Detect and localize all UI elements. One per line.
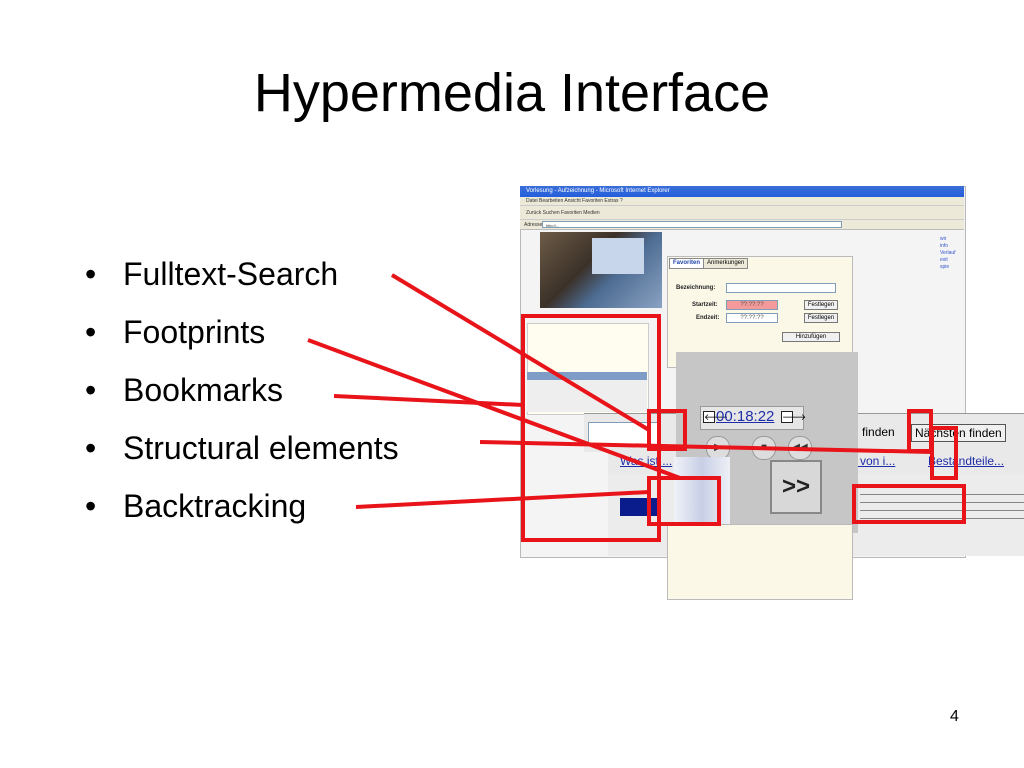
address-label: Adresse [524, 222, 543, 228]
side-link[interactable]: Verlauf [940, 250, 956, 256]
timeline-lines [860, 486, 1024, 526]
annotation-box-structure [930, 426, 958, 480]
startzeit-input[interactable]: ??:??:?? [726, 300, 778, 310]
time-display: 00:18:22 [716, 408, 775, 425]
bullet-item: • Footprints [85, 310, 399, 368]
annotation-line-structural [479, 440, 933, 454]
annotation-line-bookmarks [333, 394, 524, 407]
browser-toolbar[interactable]: Zurück Suchen Favoriten Medien [520, 206, 964, 220]
bullet-item: • Bookmarks [85, 368, 399, 426]
bullet-dot: • [85, 256, 97, 292]
bullet-dot: • [85, 488, 97, 524]
startzeit-label: Startzeit: [692, 302, 718, 308]
structure-link[interactable]: er von i... [846, 454, 896, 468]
page-number: 4 [950, 708, 959, 725]
bullet-list: •Fulltext-Search •Footprints •Bookmarks … [85, 252, 399, 542]
annotation-line-footprints [307, 338, 681, 480]
side-link[interactable]: wir [940, 236, 947, 242]
bullet-text: Fulltext-Search [123, 256, 339, 292]
bullet-item: • Fulltext-Search [85, 252, 399, 310]
annotation-box-footprints [647, 476, 721, 526]
annotation-box-bookmarks [521, 314, 661, 542]
endzeit-label: Endzeit: [696, 315, 720, 321]
bullet-text: Bookmarks [123, 372, 284, 408]
annotation-line-backtracking [355, 490, 650, 509]
bullet-item: • Backtracking [85, 484, 399, 542]
side-link[interactable]: exit [940, 257, 948, 263]
side-links: wir info Verlauf exit spie [940, 236, 960, 271]
address-input[interactable]: http://... [542, 221, 842, 228]
annotation-line-fulltext [390, 273, 651, 432]
bezeichnung-input[interactable] [726, 283, 836, 293]
hinzufuegen-button[interactable]: Hinzufügen [782, 332, 840, 342]
bookmark-panel [667, 256, 853, 368]
projector-screen [592, 238, 644, 274]
bezeichnung-label: Bezeichnung: [676, 285, 716, 291]
tab-anmerkungen[interactable]: Anmerkungen [703, 258, 749, 269]
bullet-text: Structural elements [123, 430, 399, 466]
lecture-video [540, 232, 662, 308]
browser-title-bar: Vorlesung - Aufzeichnung - Microsoft Int… [520, 186, 964, 197]
annotation-box-backtracking [852, 484, 966, 524]
fast-forward-button[interactable]: >> [770, 460, 822, 514]
bullet-dot: • [85, 430, 97, 466]
browser-menu-bar[interactable]: Datei Bearbeiten Ansicht Favoriten Extra… [520, 197, 964, 206]
structure-link[interactable]: Bestandteile... [928, 454, 1005, 468]
bullet-item: • Structural elements [85, 426, 399, 484]
bullet-dot: • [85, 314, 97, 350]
annotation-box-find-next [907, 409, 933, 453]
side-link[interactable]: info [940, 243, 949, 249]
bullet-text: Backtracking [123, 488, 307, 524]
endzeit-input[interactable]: ??:??:?? [726, 313, 778, 323]
slide-title: Hypermedia Interface [253, 63, 771, 123]
bookmark-panel-lower [667, 524, 853, 600]
annotation-box-search [647, 409, 687, 451]
side-link[interactable]: spie [940, 264, 950, 270]
bullet-text: Footprints [123, 314, 266, 350]
startzeit-festlegen-button[interactable]: Festlegen [804, 300, 838, 310]
bullet-dot: • [85, 372, 97, 408]
endzeit-festlegen-button[interactable]: Festlegen [804, 313, 838, 323]
bookmark-table-header [527, 372, 647, 380]
